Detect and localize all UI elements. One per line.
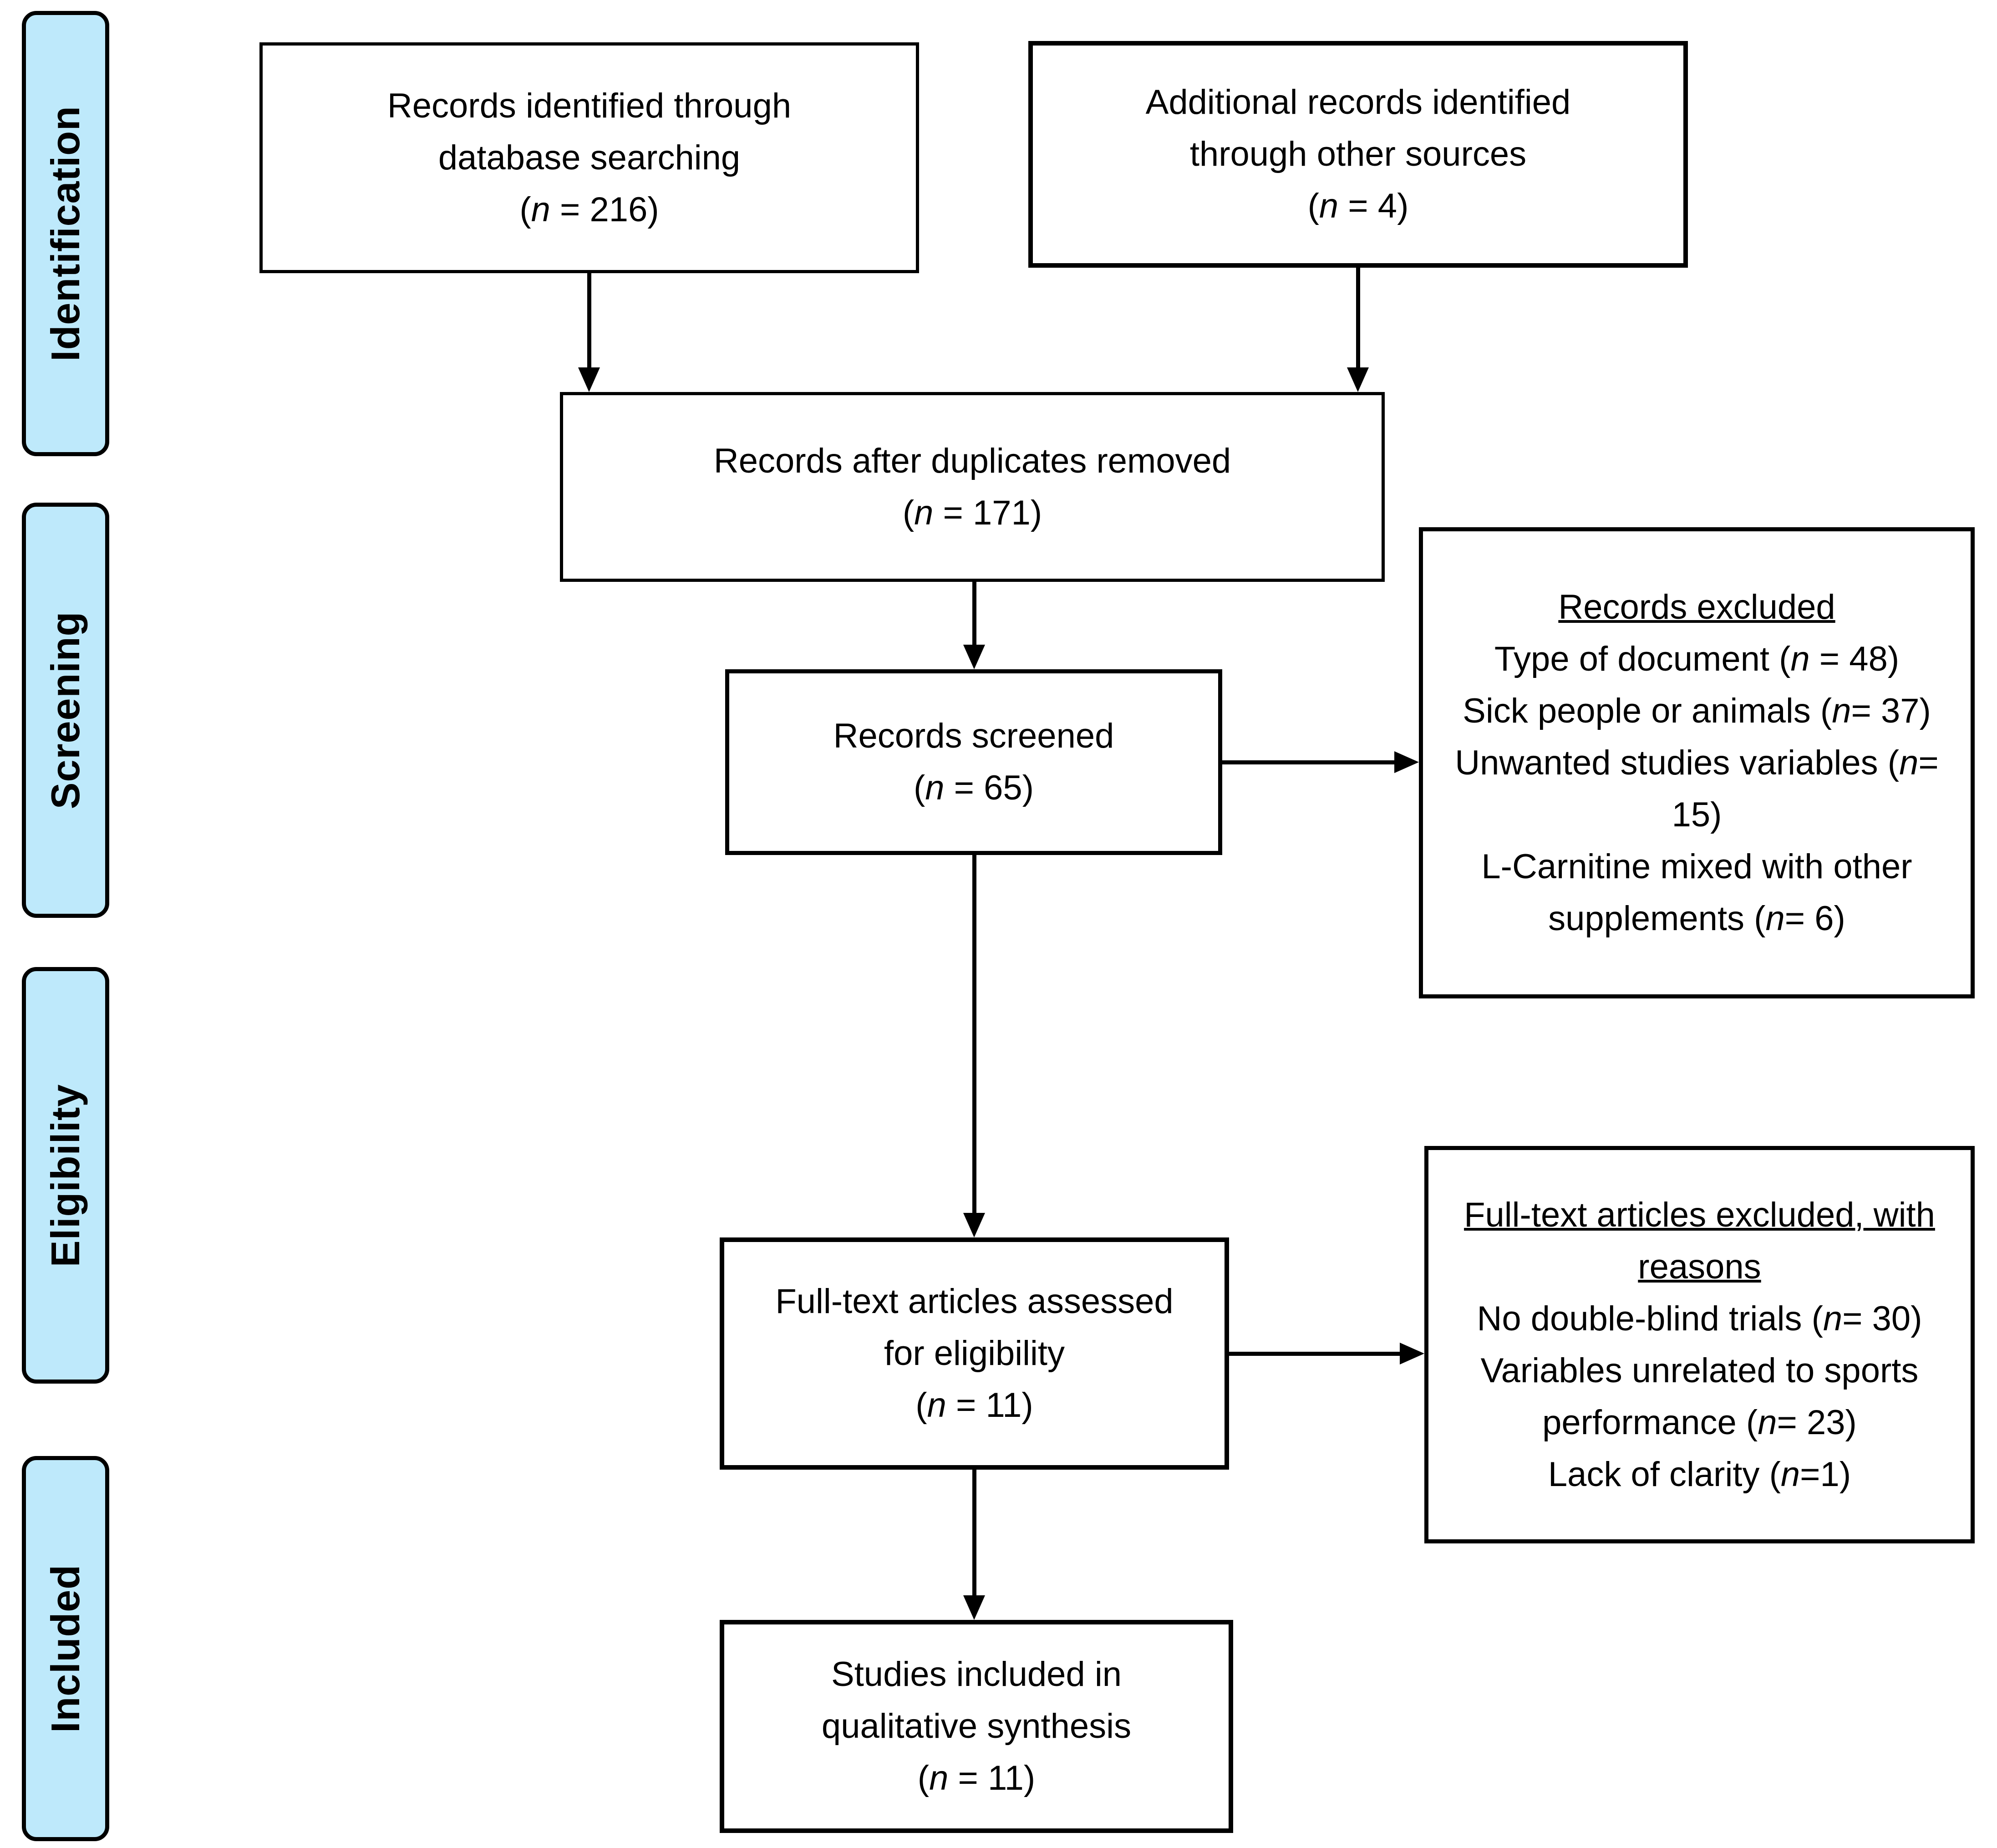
stage-included: Included	[22, 1456, 109, 1841]
box-records-excluded-reasons: Type of document (n = 48)Sick people or …	[1455, 639, 1939, 938]
box-records-screened-text: Records screened(n = 65)	[833, 717, 1114, 807]
arrow-assessed-to-excluded-head	[1400, 1343, 1424, 1364]
arrow-additional-to-duplicates-head	[1347, 367, 1369, 392]
stage-identification: Identification	[22, 11, 109, 456]
arrow-assessed-to-included-head	[963, 1595, 985, 1620]
box-fulltext-excluded: Full-text articles excluded, with reason…	[1424, 1146, 1975, 1543]
arrow-duplicates-to-screened-head	[963, 645, 985, 669]
stage-identification-label: Identification	[43, 106, 88, 361]
arrow-additional-to-duplicates-stem	[1356, 268, 1360, 367]
arrow-screened-to-excluded-head	[1394, 751, 1419, 773]
arrow-screened-to-excluded-stem	[1222, 760, 1394, 764]
arrow-duplicates-to-screened-stem	[972, 582, 976, 645]
box-fulltext-excluded-reasons: No double-blind trials (n= 30)Variables …	[1477, 1299, 1922, 1494]
arrow-identified-to-duplicates-head	[578, 367, 600, 392]
stage-eligibility: Eligibility	[22, 967, 109, 1384]
stage-eligibility-label: Eligibility	[43, 1084, 88, 1267]
box-records-excluded-title: Records excluded	[1558, 587, 1835, 626]
box-records-screened: Records screened(n = 65)	[725, 669, 1222, 855]
arrow-assessed-to-included-stem	[972, 1470, 976, 1595]
stage-included-label: Included	[43, 1564, 88, 1733]
arrow-screened-to-assessed-stem	[972, 855, 976, 1213]
box-duplicates-removed: Records after duplicates removed(n = 171…	[560, 392, 1385, 582]
stage-screening-label: Screening	[43, 611, 88, 809]
stage-screening: Screening	[22, 503, 109, 918]
box-duplicates-removed-text: Records after duplicates removed(n = 171…	[713, 441, 1231, 532]
arrow-screened-to-assessed-head	[963, 1213, 985, 1237]
box-records-excluded: Records excluded Type of document (n = 4…	[1419, 527, 1975, 998]
box-fulltext-excluded-title: Full-text articles excluded, with reason…	[1464, 1195, 1935, 1286]
arrow-identified-to-duplicates-stem	[587, 273, 591, 367]
arrow-assessed-to-excluded-stem	[1229, 1352, 1400, 1356]
